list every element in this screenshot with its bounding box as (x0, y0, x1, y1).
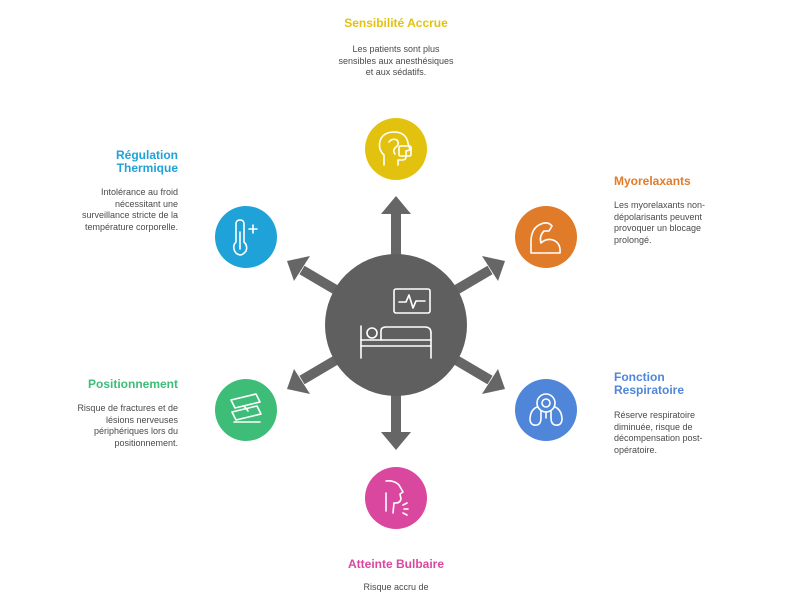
broken-bone-icon (230, 393, 262, 423)
node-circle (365, 467, 427, 529)
throat-icon (385, 480, 409, 516)
node-desc-myorelaxants: Les myorelaxants non-dépolarisants peuve… (614, 200, 706, 245)
arrow-upper-left (287, 256, 339, 295)
node-title-thermique: Régulation Thermique (116, 148, 178, 175)
arrow-down (381, 395, 411, 450)
arrow-up (381, 196, 411, 255)
node-positionnement (215, 379, 277, 441)
node-circle (515, 379, 577, 441)
node-respiratoire (515, 379, 577, 441)
node-title-respiratoire: Fonction Respiratoire (614, 370, 685, 397)
arrow-lower-right (453, 355, 505, 394)
node-title-bulbaire: Atteinte Bulbaire (347, 557, 444, 571)
hospital-bed-monitor-icon (360, 288, 432, 359)
node-title-sensibilite: Sensibilité Accrue (344, 16, 448, 30)
center-hub (325, 254, 467, 396)
node-desc-sensibilite: Les patients sont plus sensibles aux ane… (338, 44, 454, 77)
node-desc-bulbaire: Risque accru de (363, 582, 429, 592)
node-thermique (215, 206, 277, 268)
node-sensibilite (365, 118, 427, 180)
node-desc-respiratoire: Réserve respiratoire diminuée, risque de… (614, 410, 703, 455)
node-desc-thermique: Intolérance au froid nécessitant une sur… (81, 187, 178, 232)
node-circle (215, 379, 277, 441)
arrow-upper-right (453, 256, 505, 295)
arrow-lower-left (287, 355, 339, 394)
node-circle (515, 206, 577, 268)
node-circle (215, 206, 277, 268)
node-title-myorelaxants: Myorelaxants (614, 174, 691, 188)
node-desc-positionnement: Risque de fractures et de lésions nerveu… (77, 403, 178, 448)
thermometer-icon (232, 219, 258, 256)
node-bulbaire (365, 467, 427, 529)
head-neurology-icon (378, 131, 412, 166)
lungs-icon (529, 393, 563, 426)
center-circle (325, 254, 467, 396)
node-circle (365, 118, 427, 180)
arm-muscle-icon (530, 222, 561, 254)
arrows (287, 196, 505, 450)
node-myorelaxants (515, 206, 577, 268)
node-title-positionnement: Positionnement (87, 377, 178, 391)
